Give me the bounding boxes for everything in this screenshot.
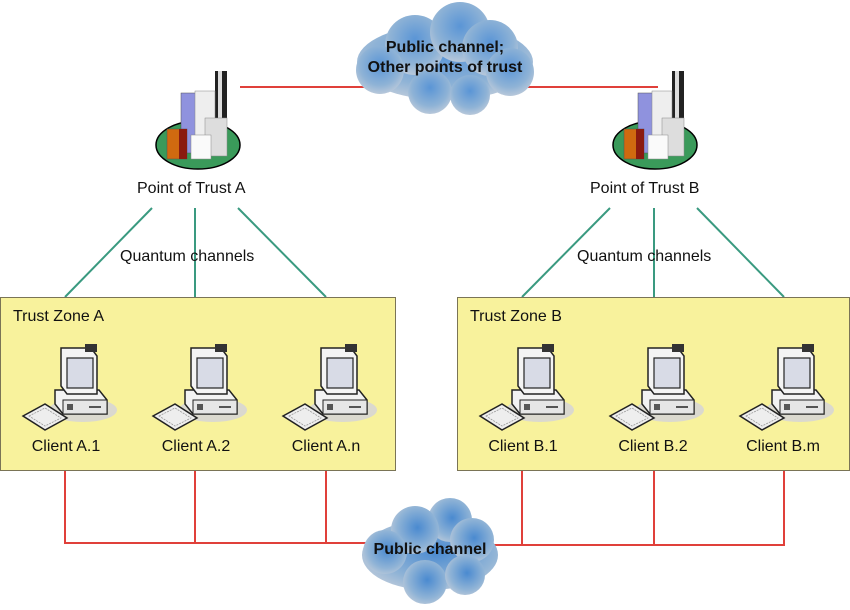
client-an: Client A.n xyxy=(271,338,381,455)
quantum-channel-line xyxy=(64,207,153,298)
computer-icon xyxy=(478,344,574,431)
trust-zone-b: Trust Zone B Client B.1 Client B.2 Clien… xyxy=(457,297,850,471)
quantum-channel-line xyxy=(521,207,611,298)
computer-icon xyxy=(151,344,247,431)
client-a1: Client A.1 xyxy=(11,338,121,455)
public-channel-line-bottom-b xyxy=(480,470,785,546)
client-a2: Client A.2 xyxy=(141,338,251,455)
client-label: Client A.1 xyxy=(31,438,101,455)
client-label: Client B.1 xyxy=(488,438,558,455)
client-label: Client B.m xyxy=(746,438,820,455)
public-channel-cloud-top: Public channel; Other points of trust xyxy=(340,0,550,120)
point-of-trust-a xyxy=(153,63,243,173)
trust-zone-a: Trust Zone A Client A.1 Client A.2 Clien… xyxy=(0,297,396,471)
client-b2: Client B.2 xyxy=(598,338,708,455)
public-channel-cloud-bottom: Public channel xyxy=(350,490,510,610)
quantum-channel-line xyxy=(237,207,327,298)
client-b1: Client B.1 xyxy=(468,338,578,455)
computer-icon xyxy=(608,344,704,431)
public-channel-line-bottom-a xyxy=(64,470,400,544)
quantum-channels-label-b: Quantum channels xyxy=(577,248,712,265)
computer-icon xyxy=(281,344,377,431)
client-bm: Client B.m xyxy=(728,338,838,455)
point-of-trust-b-label: Point of Trust B xyxy=(590,180,700,197)
building-icon xyxy=(155,71,241,170)
building-icon xyxy=(612,71,698,170)
quantum-channels-label-a: Quantum channels xyxy=(120,248,255,265)
trust-zone-b-title: Trust Zone B xyxy=(470,308,562,325)
trust-zone-a-title: Trust Zone A xyxy=(13,308,104,325)
computer-icon xyxy=(738,344,834,431)
client-label: Client B.2 xyxy=(618,438,688,455)
top-cloud-line1: Public channel; xyxy=(385,39,505,56)
client-label: Client A.2 xyxy=(161,438,231,455)
quantum-channel-line xyxy=(696,207,785,298)
bottom-cloud-label: Public channel xyxy=(373,541,487,558)
point-of-trust-a-label: Point of Trust A xyxy=(137,180,246,197)
point-of-trust-b xyxy=(610,63,700,173)
client-label: Client A.n xyxy=(291,438,361,455)
top-cloud-line2: Other points of trust xyxy=(367,59,523,76)
computer-icon xyxy=(21,344,117,431)
cloud-icon xyxy=(362,498,498,604)
cloud-icon xyxy=(356,2,534,115)
